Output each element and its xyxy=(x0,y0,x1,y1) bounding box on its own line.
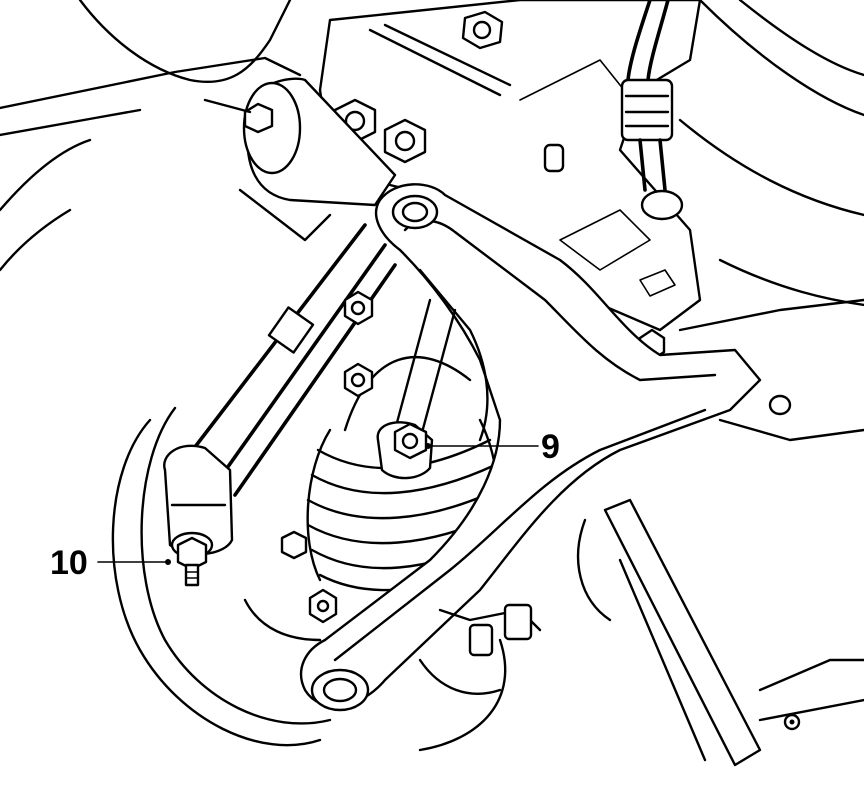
callout-10-label: 10 xyxy=(50,544,88,582)
upper-control-arm xyxy=(299,183,762,712)
subframe-lower xyxy=(678,298,864,731)
upper-bracket xyxy=(318,0,702,332)
body-panels xyxy=(0,0,864,307)
knuckle-lower xyxy=(243,598,542,695)
control-link xyxy=(163,223,397,556)
wheel-hub xyxy=(111,406,507,752)
bolt-icon xyxy=(461,10,504,50)
bolt-icon xyxy=(383,118,427,164)
callout-9-label: 9 xyxy=(541,428,560,466)
bolt-icon xyxy=(343,362,374,398)
bracket-bolts xyxy=(333,10,504,164)
bushing-mount xyxy=(203,77,397,207)
callout-10: 10 xyxy=(50,544,171,582)
lower-link xyxy=(577,498,762,767)
ball-joint-9 xyxy=(376,421,434,480)
bolt-icon xyxy=(308,588,338,624)
callout-9: 9 xyxy=(425,428,560,466)
brake-hose xyxy=(620,0,684,221)
knuckle-bolts xyxy=(280,290,666,624)
bolt-icon xyxy=(343,290,374,326)
ball-joint-10 xyxy=(170,531,214,587)
bolt-icon xyxy=(280,530,308,560)
